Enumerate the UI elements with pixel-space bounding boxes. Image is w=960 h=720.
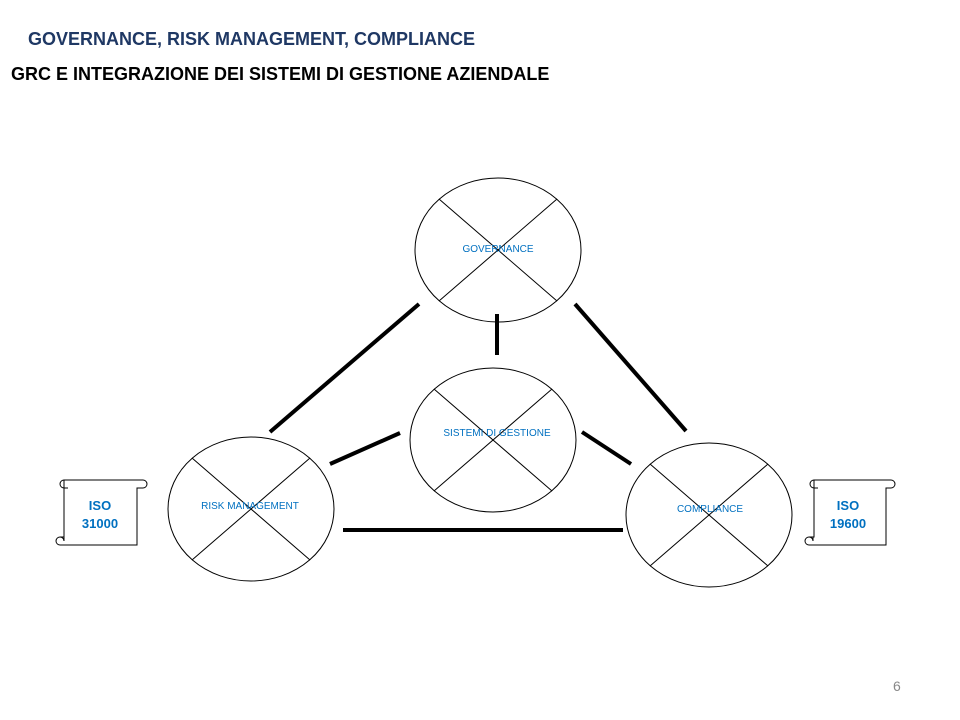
node-compliance <box>625 442 793 588</box>
connector-governance-compliance <box>573 302 688 433</box>
node-risk-management <box>167 436 335 582</box>
sistemi-label: SISTEMI DI GESTIONE <box>443 428 551 439</box>
connector-governance-risk <box>268 302 421 434</box>
iso-31000-line1: ISO <box>89 498 111 513</box>
node-sistemi-di-gestione <box>409 367 577 513</box>
slide-title: GOVERNANCE, RISK MANAGEMENT, COMPLIANCE <box>28 29 476 49</box>
risk-management-label: RISK MANAGEMENT <box>201 501 299 512</box>
governance-label: GOVERNANCE <box>462 244 533 255</box>
connector-risk-sistemi <box>329 431 401 466</box>
connectors <box>268 302 688 532</box>
iso-31000-line2: 31000 <box>82 516 118 531</box>
scroll-iso-19600 <box>804 479 896 546</box>
node-governance <box>414 177 582 323</box>
slide-subtitle: GRC E INTEGRAZIONE DEI SISTEMI DI GESTIO… <box>11 64 550 84</box>
scroll-iso-31000 <box>55 479 148 546</box>
iso-19600-line2: 19600 <box>830 516 866 531</box>
compliance-label: COMPLIANCE <box>677 504 743 515</box>
iso-19600-line1: ISO <box>837 498 859 513</box>
connector-sistemi-compliance <box>580 430 633 466</box>
page-number: 6 <box>893 678 901 694</box>
